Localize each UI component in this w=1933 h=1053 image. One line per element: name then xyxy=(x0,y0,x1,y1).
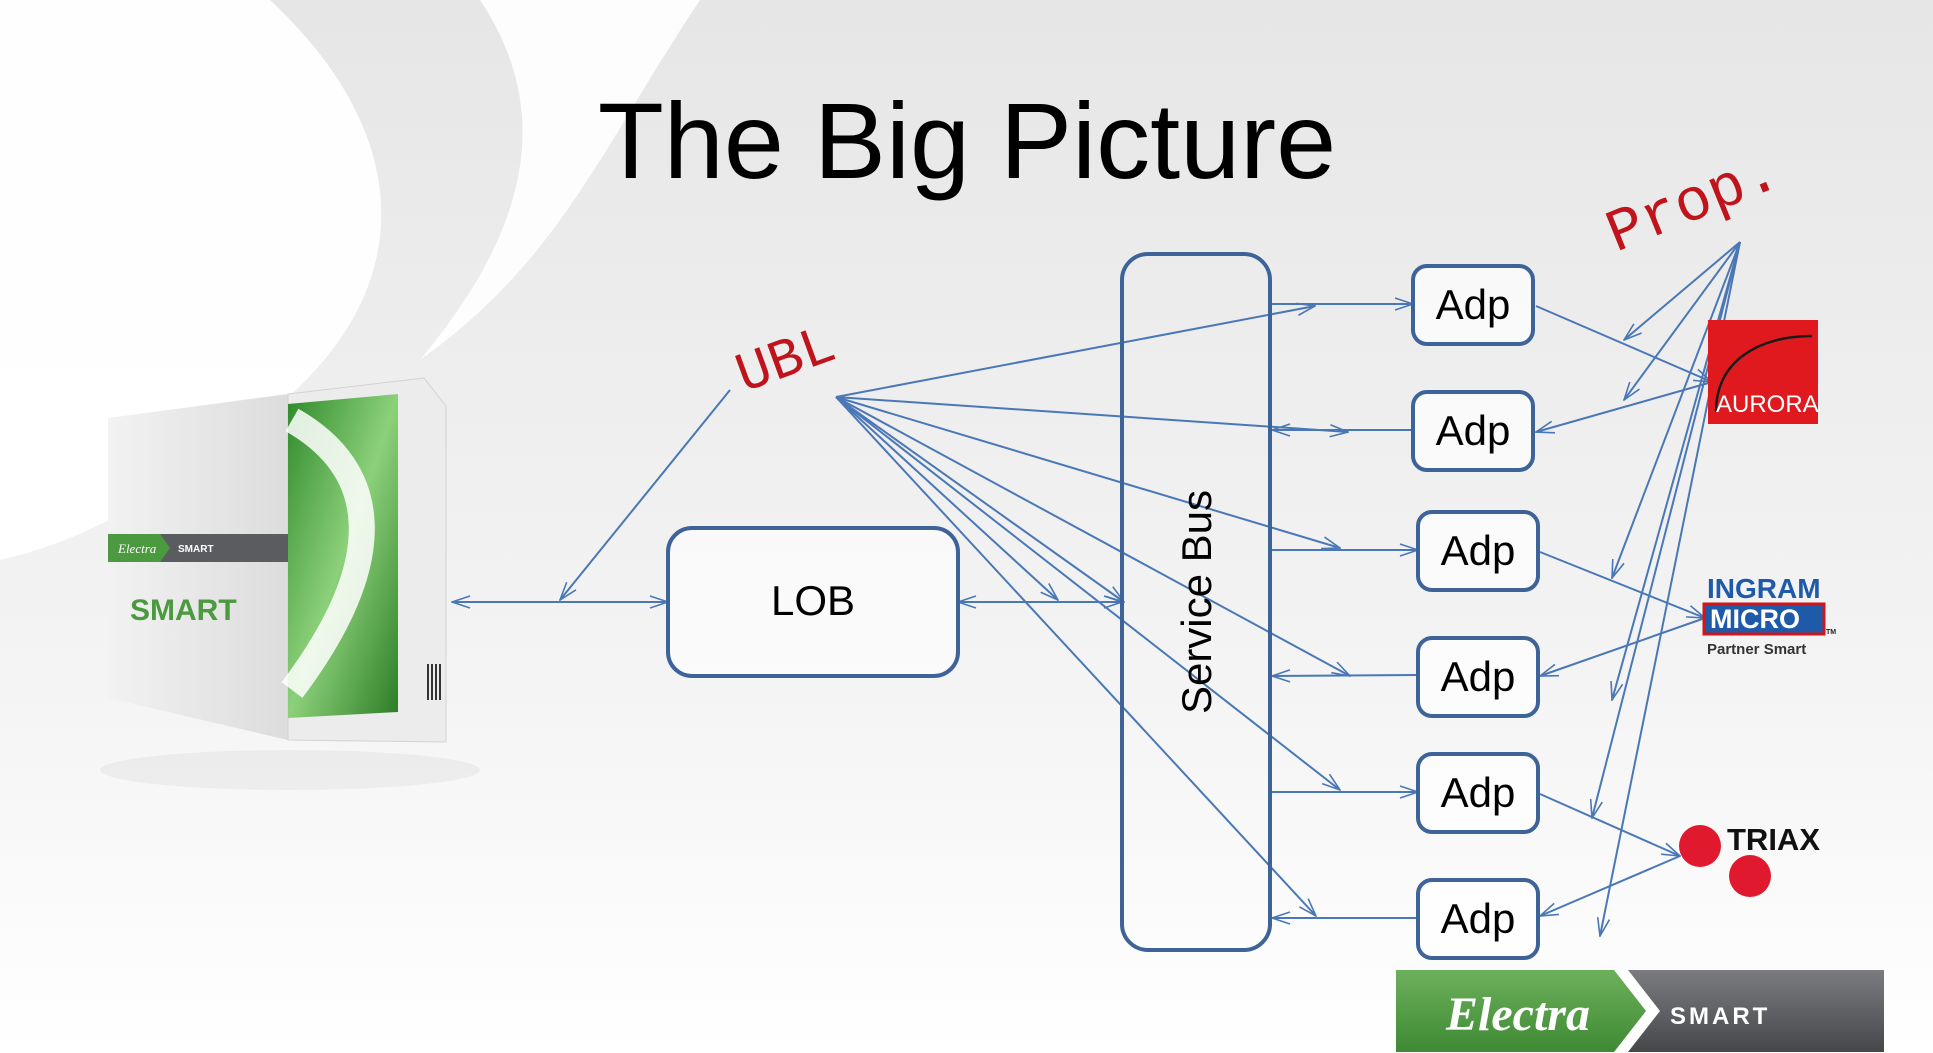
arrow-ubl-6 xyxy=(835,396,1316,916)
footer-logo-brand: Electra xyxy=(1445,988,1590,1041)
ingram-micro-logo: INGRAM MICRO TM Partner Smart xyxy=(1702,573,1836,658)
aurora-logo: AURORA xyxy=(1708,320,1819,424)
adapter-label-3: Adp xyxy=(1441,527,1516,574)
electra-smart-logo: Electra SMART xyxy=(1396,970,1884,1052)
arrow-adp4-bus xyxy=(1272,675,1419,676)
adapter-box-1 xyxy=(1411,264,1535,346)
product-box-tag: SMART xyxy=(178,544,214,555)
arrow-adp3-ingram xyxy=(1539,551,1705,618)
lob-label: LOB xyxy=(771,577,855,624)
adapter-label-4: Adp xyxy=(1441,653,1516,700)
adapter-box-4 xyxy=(1416,636,1540,718)
background-swoosh-left xyxy=(0,0,382,560)
adapter-box-3 xyxy=(1416,510,1540,592)
connector-arrows xyxy=(452,241,1741,936)
arrow-adp5-triax xyxy=(1539,793,1680,856)
arrow-prop-2 xyxy=(1624,241,1741,400)
adapter-box-6 xyxy=(1416,878,1540,960)
slide-title: The Big Picture xyxy=(598,80,1336,201)
arrow-ubl-5 xyxy=(835,396,1340,790)
arrow-ubl-2 xyxy=(835,396,1348,432)
aurora-logo-text: AURORA xyxy=(1716,391,1819,418)
service-bus-box xyxy=(1120,252,1272,952)
product-box-image: Electra SMART SMART xyxy=(100,377,480,790)
adapter-label-2: Adp xyxy=(1436,407,1511,454)
arrow-prop-3 xyxy=(1611,241,1741,578)
adapter-label-5: Adp xyxy=(1441,769,1516,816)
arrow-ubl-1 xyxy=(835,306,1315,398)
service-bus-label: Service Bus xyxy=(1173,490,1220,714)
footer-logo-product: SMART xyxy=(1670,1003,1770,1030)
ingram-tm: TM xyxy=(1826,629,1836,636)
arrow-ubl-7 xyxy=(835,396,1058,600)
background-swoosh-right xyxy=(420,0,700,360)
arrow-ubl-4 xyxy=(835,396,1350,676)
ingram-line1: INGRAM xyxy=(1707,573,1821,604)
arrow-ubl-8 xyxy=(835,396,1124,602)
adapter-label-1: Adp xyxy=(1436,281,1511,328)
arrow-ingram-adp4 xyxy=(1540,617,1706,677)
arrow-ubl-to-box xyxy=(560,389,731,600)
adapter-label-6: Adp xyxy=(1441,895,1516,942)
adapter-box-5 xyxy=(1416,752,1540,834)
ingram-tagline: Partner Smart xyxy=(1707,641,1806,658)
arrow-prop-4 xyxy=(1612,241,1741,700)
ingram-line2: MICRO xyxy=(1710,604,1800,634)
triax-logo-text: TRIAX xyxy=(1727,822,1820,857)
adapter-box-2 xyxy=(1411,390,1535,472)
product-box-brand: Electra xyxy=(117,541,157,556)
arrow-adp1-aurora xyxy=(1535,305,1712,382)
product-box-label: SMART xyxy=(130,594,237,627)
arrow-ubl-3 xyxy=(835,396,1340,548)
lob-box xyxy=(666,526,960,678)
triax-logo: TRIAX xyxy=(1679,822,1820,897)
arrow-prop-1 xyxy=(1624,241,1741,340)
